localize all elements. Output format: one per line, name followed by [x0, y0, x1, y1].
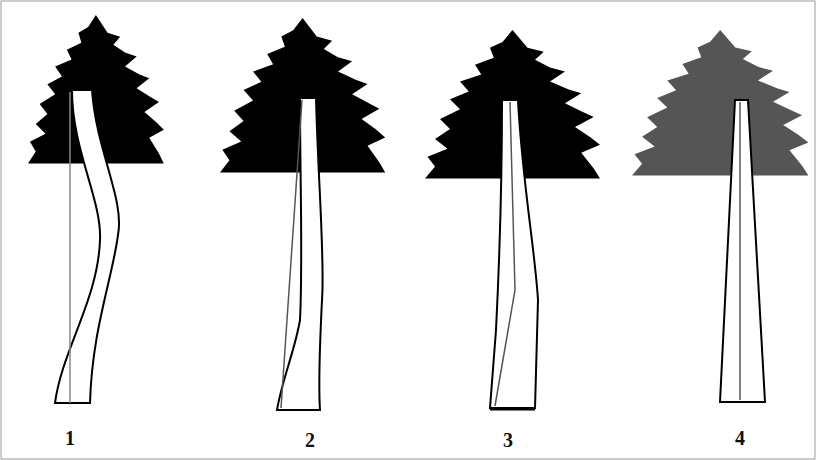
- reference-line: [69, 92, 71, 403]
- tree-trunk: [277, 98, 323, 410]
- tree-trunk: [490, 100, 538, 408]
- reference-line: [495, 102, 515, 406]
- callout-number: 1: [65, 428, 75, 448]
- trunk-base: [490, 408, 535, 411]
- callout-number: 2: [305, 430, 315, 450]
- tree-canopy: [632, 30, 808, 176]
- reference-line: [281, 100, 302, 408]
- tree-trunk: [720, 100, 765, 402]
- callout-number: 4: [735, 428, 745, 448]
- callout-number: 3: [503, 430, 513, 450]
- reference-line: [739, 102, 741, 400]
- tree-trunk: [55, 90, 119, 403]
